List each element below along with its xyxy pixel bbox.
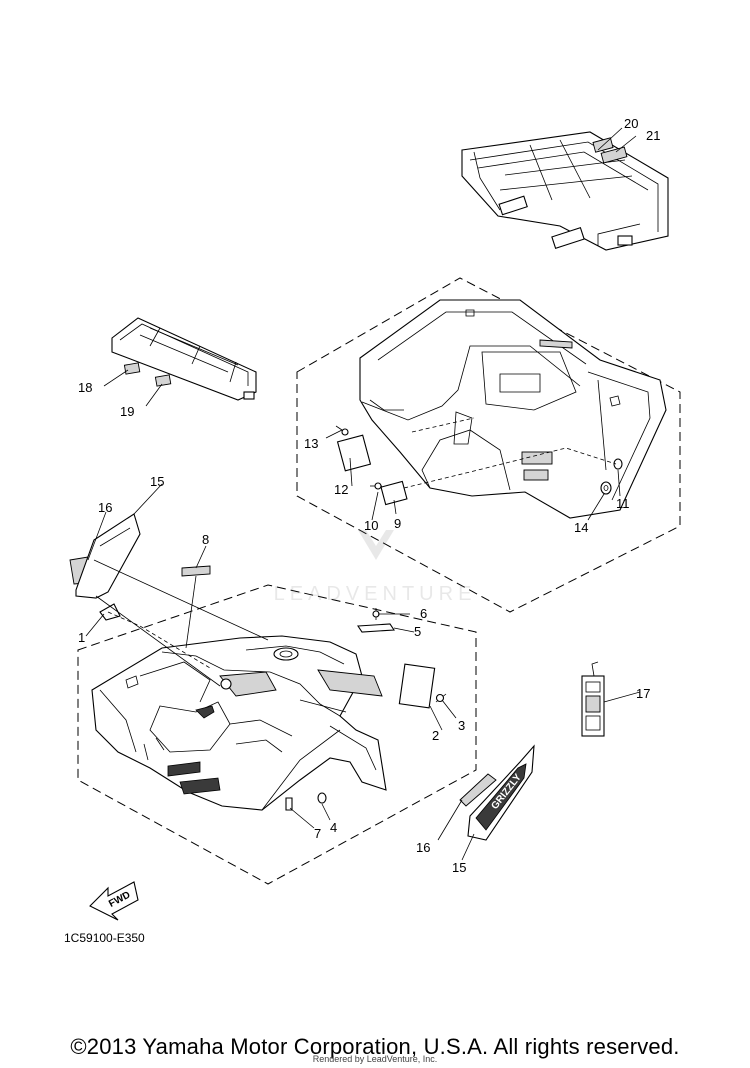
front-carrier-rack[interactable] xyxy=(111,317,257,401)
rear-fender-plate-9[interactable] xyxy=(380,480,408,506)
callout-4: 4 xyxy=(330,820,337,835)
front-grommet-5[interactable] xyxy=(357,623,395,633)
callout-5: 5 xyxy=(414,624,421,639)
callout-9: 9 xyxy=(394,516,401,531)
callout-15-front: 15 xyxy=(150,474,164,489)
front-decal-1[interactable] xyxy=(99,603,121,621)
leader-lines xyxy=(85,127,641,861)
side-decal-16[interactable] xyxy=(459,773,497,807)
front-decal-15[interactable] xyxy=(75,513,141,599)
rear-fender[interactable] xyxy=(359,299,667,519)
front-screw-6[interactable] xyxy=(372,608,380,620)
fwd-arrow: FWD xyxy=(89,881,139,921)
diagram-reference-code: 1C59100-E350 xyxy=(64,931,145,945)
rear-washer-11[interactable] xyxy=(613,458,623,470)
callout-14: 14 xyxy=(574,520,588,535)
rear-fender-plate-12[interactable] xyxy=(336,434,372,472)
rear-screw-10[interactable] xyxy=(370,482,382,490)
callout-7: 7 xyxy=(314,826,321,841)
front-decal-8[interactable] xyxy=(181,565,211,577)
copyright-notice: ©2013 Yamaha Motor Corporation, U.S.A. A… xyxy=(70,1034,680,1059)
svg-text:LEADVENTURE: LEADVENTURE xyxy=(274,583,477,605)
callout-18: 18 xyxy=(78,380,92,395)
rear-carrier-rack[interactable] xyxy=(461,131,669,251)
callout-21: 21 xyxy=(646,128,660,143)
rear-fender-group-outline xyxy=(296,277,681,613)
callout-20: 20 xyxy=(624,116,638,131)
front-fender-plate-2[interactable] xyxy=(398,663,436,709)
callout-19: 19 xyxy=(120,404,134,419)
callout-10: 10 xyxy=(364,518,378,533)
callout-16-front: 16 xyxy=(98,500,112,515)
rack-decal-18[interactable] xyxy=(123,362,141,375)
callout-8: 8 xyxy=(202,532,209,547)
callout-17: 17 xyxy=(636,686,650,701)
rack-decal-21[interactable] xyxy=(600,146,628,164)
callout-13: 13 xyxy=(304,436,318,451)
front-washer-4[interactable] xyxy=(317,792,327,804)
callout-3: 3 xyxy=(458,718,465,733)
callout-1: 1 xyxy=(78,630,85,645)
callout-12: 12 xyxy=(334,482,348,497)
warning-tag-17[interactable] xyxy=(581,661,605,737)
callout-16-side: 16 xyxy=(416,840,430,855)
front-fender-group-outline xyxy=(77,584,477,885)
callout-numbers: 1 2 3 4 5 6 7 8 9 10 11 12 13 14 15 15 1… xyxy=(78,116,660,875)
rendered-by-credit: Rendered by LeadVenture, Inc. xyxy=(312,1054,438,1064)
leadventure-watermark-logo: LEADVENTURE xyxy=(274,530,477,605)
front-rivet-7[interactable] xyxy=(285,797,293,811)
rack-decal-19[interactable] xyxy=(154,374,172,387)
callout-2: 2 xyxy=(432,728,439,743)
front-fender[interactable] xyxy=(91,635,387,811)
front-screw-3[interactable] xyxy=(435,693,447,703)
callout-15-side: 15 xyxy=(452,860,466,875)
callout-6: 6 xyxy=(420,606,427,621)
rear-screw-13[interactable] xyxy=(335,425,349,436)
front-shade-decal[interactable] xyxy=(317,669,383,697)
callout-11: 11 xyxy=(616,496,630,511)
rear-washer-14[interactable] xyxy=(600,481,612,495)
